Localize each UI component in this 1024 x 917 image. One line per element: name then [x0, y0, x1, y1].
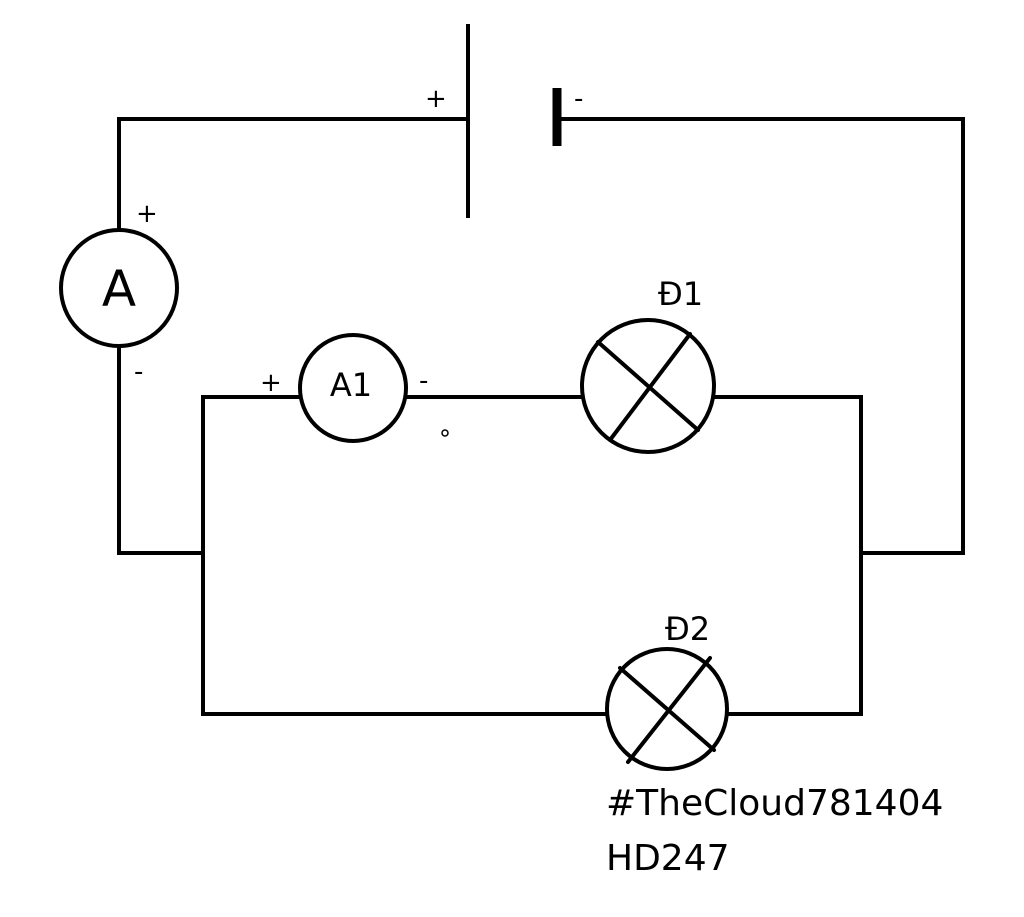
battery-minus-sign: -: [574, 84, 583, 114]
wire-top-right: [555, 117, 965, 555]
caption-line-2: HD247: [606, 838, 730, 879]
wire-branch2-left: [201, 551, 609, 716]
lamp-1-cross-a: [596, 340, 700, 432]
lamp-1: Đ1: [580, 275, 716, 454]
wire-branch1-right: [713, 395, 863, 555]
wire-branch2-right: [725, 551, 863, 716]
ammeter-branch-minus-sign: -: [419, 366, 428, 396]
ammeter-branch-plus-sign: +: [260, 368, 282, 398]
lamp-2: Đ2: [605, 610, 729, 771]
ammeter-main-label: A: [102, 260, 136, 318]
lamp-2-label: Đ2: [665, 610, 710, 648]
lamp-1-label: Đ1: [658, 275, 703, 313]
ammeter-branch: A1 + -: [260, 333, 428, 443]
lamp-2-cross-b: [626, 656, 712, 764]
lamp-1-cross-b: [608, 332, 692, 442]
ammeter-branch-label: A1: [330, 366, 372, 404]
ammeter-main-circle: [59, 228, 179, 348]
wire-top-left: [117, 117, 470, 231]
stray-dot: [441, 429, 449, 437]
wire-branch1-left: [201, 395, 302, 555]
ammeter-main-plus-sign: +: [136, 199, 158, 229]
lamp-2-cross-a: [618, 666, 716, 752]
ammeter-main: A + -: [59, 199, 179, 387]
battery-plus-sign: +: [425, 84, 447, 114]
battery: + -: [425, 24, 583, 218]
ammeter-branch-circle: [298, 333, 408, 443]
ammeter-main-minus-sign: -: [134, 357, 143, 387]
caption-line-1: #TheCloud781404: [606, 783, 943, 824]
